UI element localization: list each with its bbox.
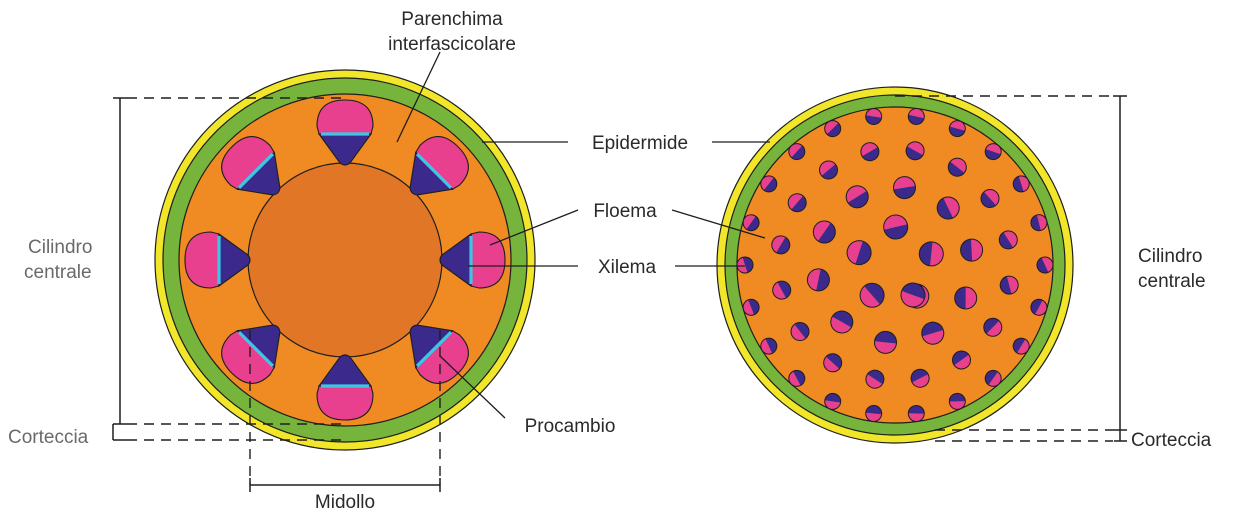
left-corteccia-bracket [113, 424, 127, 440]
monocot-vascular-bundle [949, 393, 965, 409]
phloem [317, 100, 373, 134]
monocot-vascular-bundle [908, 405, 924, 421]
label-cilindro-left-line1: Cilindro [28, 237, 92, 258]
midollo-bracket [250, 478, 440, 492]
right-corteccia-bracket [1114, 430, 1127, 441]
label-procambio: Procambio [525, 416, 616, 437]
label-cilindro-right-line2: centrale [1138, 271, 1206, 292]
label-xilema: Xilema [598, 257, 657, 278]
monocot-ground-tissue [737, 107, 1053, 423]
phloem [317, 386, 373, 420]
label-epidermide: Epidermide [592, 133, 688, 154]
label-floema: Floema [593, 201, 657, 222]
label-cilindro-left-line2: centrale [24, 262, 92, 283]
label-cilindro-right-line1: Cilindro [1138, 246, 1202, 267]
label-corteccia-right: Corteccia [1131, 430, 1212, 451]
label-parenchima-line2: interfascicolare [388, 34, 516, 55]
label-parenchima-line1: Parenchima [401, 9, 503, 30]
label-midollo: Midollo [315, 492, 375, 513]
label-corteccia-left: Corteccia [8, 427, 89, 448]
phloem [185, 232, 219, 288]
left-cilindro-bracket [113, 98, 127, 424]
monocot-stem [717, 87, 1073, 443]
right-cilindro-bracket [1113, 96, 1127, 430]
monocot-vascular-bundle [960, 239, 983, 262]
monocot-vascular-bundle [955, 287, 977, 309]
